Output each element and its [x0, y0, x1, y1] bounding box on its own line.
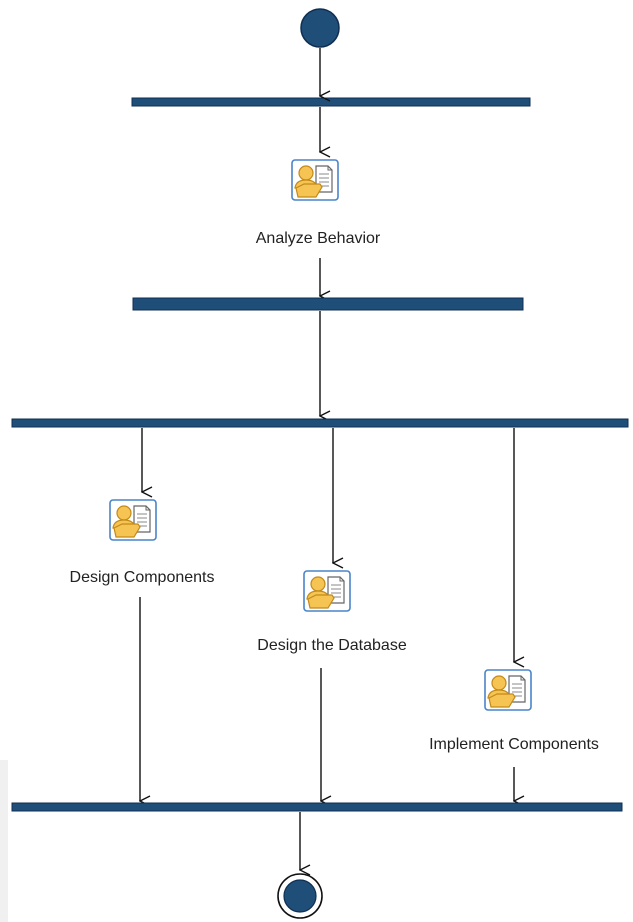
activity-label-design-components: Design Components — [69, 569, 215, 586]
activity-label-analyze: Analyze Behavior — [255, 230, 381, 247]
activity-icon-analyze[interactable] — [291, 159, 339, 201]
activity-label-design-database: Design the Database — [257, 637, 407, 654]
initial-node[interactable] — [300, 8, 340, 48]
activity-icon-design-components[interactable] — [109, 499, 157, 541]
activity-icon-design-database[interactable] — [303, 570, 351, 612]
activity-label-implement-components: Implement Components — [429, 736, 599, 753]
final-node[interactable] — [277, 873, 323, 919]
left-window-edge — [0, 760, 8, 922]
fork-bar-3[interactable] — [11, 418, 629, 428]
join-bar-4[interactable] — [11, 802, 623, 812]
fork-bar-1[interactable] — [131, 97, 531, 107]
activity-icon-implement-components[interactable] — [484, 669, 532, 711]
join-bar-2[interactable] — [132, 297, 524, 311]
